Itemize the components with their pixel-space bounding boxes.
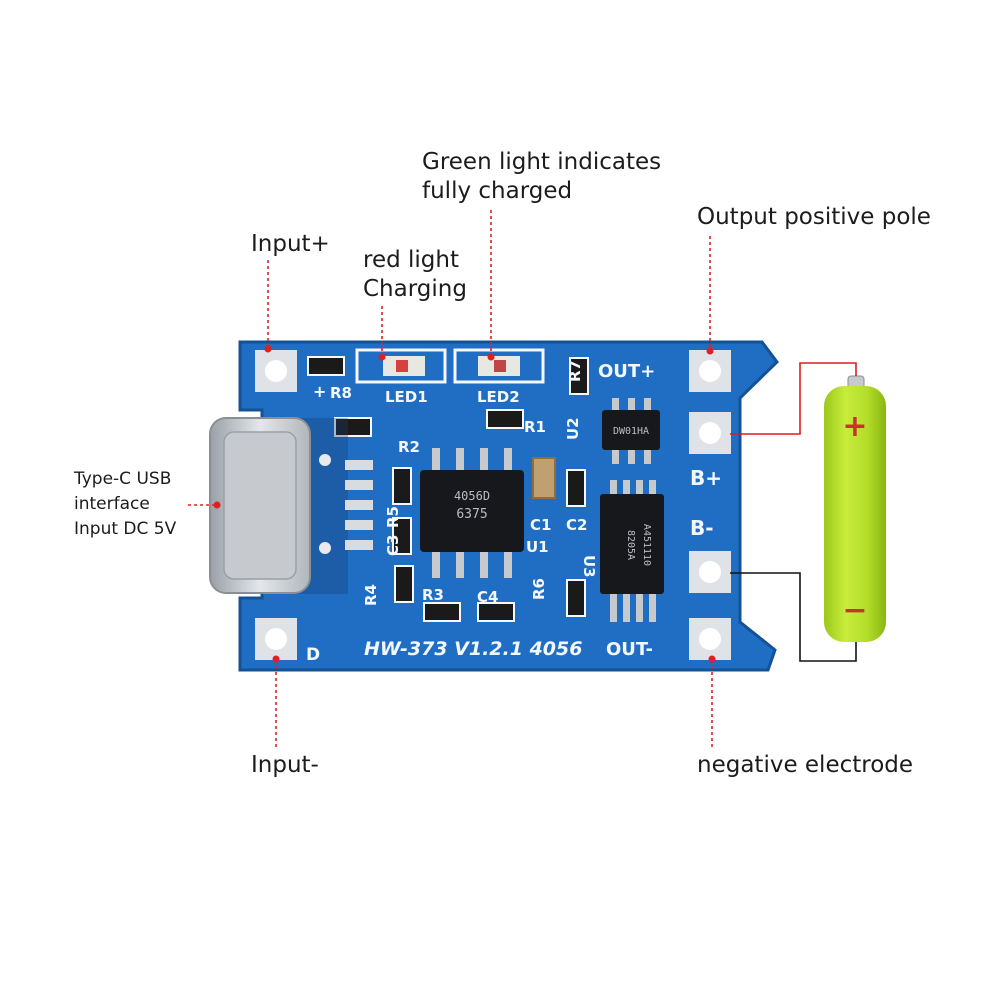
callout-input-minus: Input- [251,752,319,778]
battery-plus-mark: + [842,409,867,444]
silk-label-r4: R4 [362,584,380,606]
pad-out-plus [689,350,731,392]
battery: + − [824,375,886,642]
silk-label-r8: R8 [330,384,352,402]
silk-label-r2: R2 [398,438,420,456]
wire-negative [730,572,857,662]
chip-u2-marking: DW01HA [613,426,649,437]
callout-type-c: Type-C USB interface Input DC 5V [74,469,177,539]
chip-u3-marking-2: A451110 [641,524,652,566]
callout-red-light: red light Charging [363,247,467,302]
smd-components [307,356,589,622]
leader-dot-output-positive [706,347,714,355]
out-plus-label: OUT+ [598,361,655,382]
silk-label-led1: LED1 [385,388,428,406]
silk-label-led2: LED2 [477,388,520,406]
silk-label-r5: R5 [384,506,402,528]
leader-dot-negative [708,655,716,663]
callout-input-plus: Input+ [251,231,330,257]
chip-u2: DW01HA [602,398,660,464]
leader-dot-input-plus [264,345,272,353]
d-silk-label: D [306,645,320,665]
chip-u1: 4056D 6375 [420,448,524,578]
silk-label-r7: R7 [566,360,584,382]
leader-dot-type-c [213,501,221,509]
pad-out-minus [689,618,731,660]
callout-output-positive: Output positive pole [697,204,931,230]
led1-outline [355,348,447,384]
callout-green-light: Green light indicates fully charged [422,149,662,204]
capacitor-c1 [532,457,556,499]
led2-green-chip [494,360,506,372]
silk-label-r1: R1 [524,418,546,436]
plus-silk-label: + [313,382,326,401]
chip-u3: 8205A A451110 [600,480,664,622]
silk-label-u1: U1 [526,538,549,556]
battery-minus-mark: − [842,593,867,628]
board-model-label: HW-373 V1.2.1 4056 [364,638,582,660]
leader-dot-green-light [487,353,495,361]
led1-red-chip [396,360,408,372]
leader-dot-red-light [378,353,386,361]
pad-input-minus [255,618,297,660]
wire-positive [730,362,857,435]
pad-b-minus [689,551,731,593]
chip-u1-marking-2: 6375 [456,507,487,522]
b-plus-label: B+ [690,466,722,490]
silk-label-u2: U2 [564,417,582,440]
leader-dot-input-minus [272,655,280,663]
led2-outline [453,348,545,384]
callout-negative-electrode: negative electrode [697,752,914,778]
silk-label-c3: C3 [384,535,402,556]
pad-input-plus [255,350,297,392]
chip-u1-marking-1: 4056D [454,489,490,503]
silk-label-r6: R6 [530,578,548,600]
silk-label-c2: C2 [566,516,587,534]
silk-label-r3: R3 [422,586,444,604]
usb-type-c-connector [209,417,373,594]
chip-u3-marking-1: 8205A [625,530,636,560]
silk-label-c4: C4 [477,588,498,606]
out-minus-label: OUT- [606,639,653,660]
b-minus-label: B- [690,516,714,540]
silk-label-u3: U3 [580,555,598,578]
silk-label-c1: C1 [530,516,551,534]
pad-b-plus [689,412,731,454]
